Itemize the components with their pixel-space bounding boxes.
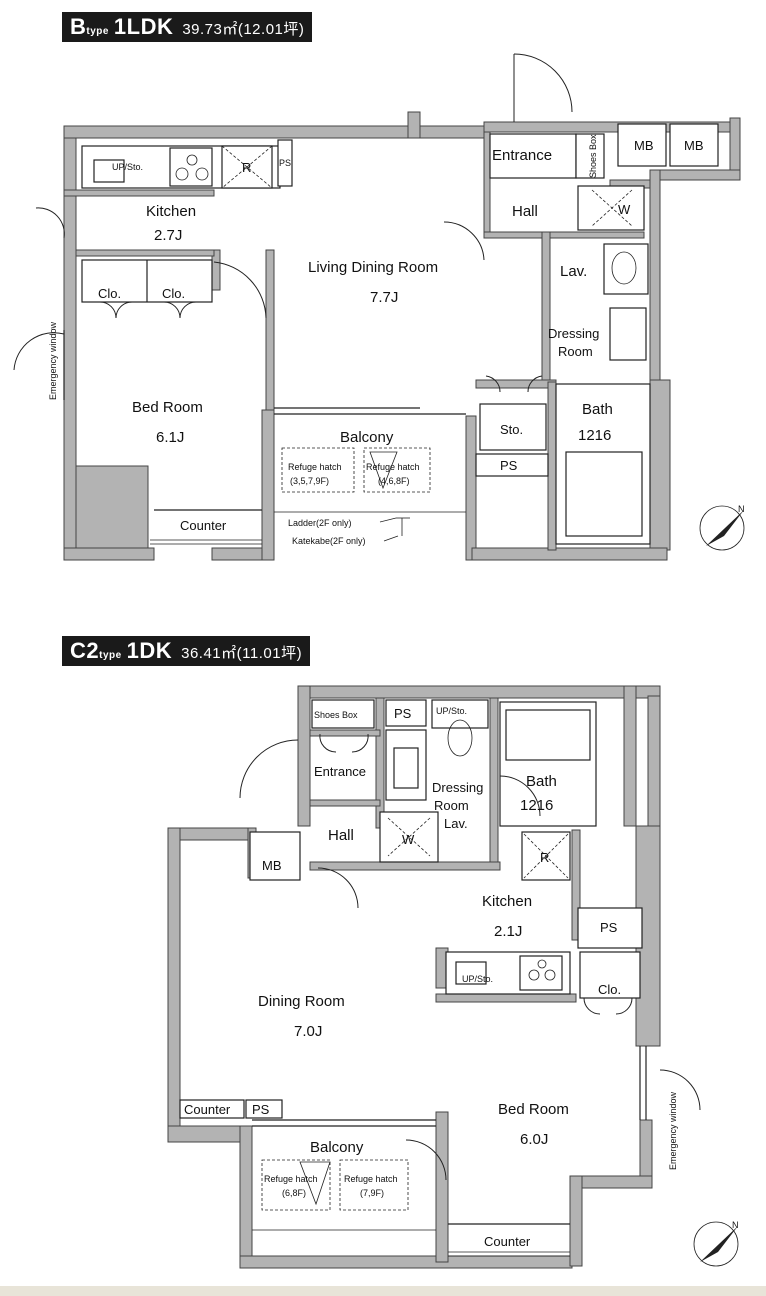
plan-b-refuge-2b: (4,6,8F) xyxy=(378,476,410,486)
plan-b-ps-small: PS xyxy=(279,158,291,168)
plan-b-bath: Bath xyxy=(582,401,613,418)
plan-b-clo-2: Clo. xyxy=(162,286,185,301)
plan-c2-fridge: R xyxy=(540,850,549,865)
plan-b-kitchen: Kitchen xyxy=(146,203,196,220)
plan-c2-bed-size: 6.0J xyxy=(520,1131,548,1148)
plan-c2-kitchen: Kitchen xyxy=(482,893,532,910)
plan-b-north-arrow: N xyxy=(699,504,745,551)
plan-b-sto: Sto. xyxy=(500,422,523,437)
plan-c2-ps-top: PS xyxy=(394,706,412,721)
plan-c2-balcony: Balcony xyxy=(310,1139,364,1156)
plan-b-hall: Hall xyxy=(512,203,538,220)
plan-b-ps: PS xyxy=(500,458,518,473)
plan-c2-bed: Bed Room xyxy=(498,1101,569,1118)
plan-c2-up-sto: UP/Sto. xyxy=(436,706,467,716)
plan-b-walls xyxy=(63,111,741,561)
plan-c2-dressing-2: Room xyxy=(434,798,469,813)
plan-b-closets xyxy=(81,259,213,319)
plan-b-dressing-1: Dressing xyxy=(548,326,599,341)
plan-c2-floorplan: N Shoes Box PS UP/Sto. Entrance Hall Dre… xyxy=(167,685,739,1269)
plan-c2-bath: Bath xyxy=(526,773,557,790)
plan-c2-walls xyxy=(167,685,661,1269)
plan-c2-doors xyxy=(239,733,701,1181)
plan-c2-counter-2: Counter xyxy=(484,1234,531,1249)
plan-c2-lav: Lav. xyxy=(444,816,468,831)
plan-b-doors xyxy=(35,53,573,393)
plan-c2-mb: MB xyxy=(262,858,282,873)
plan-b-living: Living Dining Room xyxy=(308,259,438,276)
plan-b-balcony-rail xyxy=(150,407,466,545)
plan-c2-dressing-1: Dressing xyxy=(432,780,483,795)
plan-b-balcony: Balcony xyxy=(340,429,394,446)
plan-c2-emergency-label: Emergency window xyxy=(668,1091,678,1170)
plan-c2-north-label: N xyxy=(732,1220,739,1230)
plan-b-refuge-2a: Refuge hatch xyxy=(366,462,420,472)
plan-b-refuge-hatches xyxy=(281,447,431,542)
plan-b-type: B xyxy=(70,14,87,39)
plan-b-katekabe: Katekabe(2F only) xyxy=(292,536,366,546)
plan-c2-ps-counter: PS xyxy=(252,1102,270,1117)
plan-b-kitchen-size: 2.7J xyxy=(154,227,182,244)
plan-c2-bath-size: 1216 xyxy=(520,797,553,814)
plan-b-refuge-1a: Refuge hatch xyxy=(288,462,342,472)
plan-c2-rails xyxy=(252,1046,647,1257)
plan-c2-refuge-hatches xyxy=(261,1159,409,1211)
plan-b-dressing-2: Room xyxy=(558,344,593,359)
plan-b-title: Btype 1LDK 39.73㎡(12.01坪) xyxy=(62,12,313,42)
plan-b-up-sto: UP/Sto. xyxy=(112,162,143,172)
plan-b-type-sub: type xyxy=(86,26,109,37)
plan-b-bath-size: 1216 xyxy=(578,427,611,444)
plan-c2-entrance: Entrance xyxy=(314,764,366,779)
plan-c2-refuge-1a: Refuge hatch xyxy=(264,1174,318,1184)
plan-b-floorplan: Emergency window N UP/Sto. R PS Kitchen xyxy=(13,53,745,561)
plan-c2-kitchen-size: 2.1J xyxy=(494,923,522,940)
plan-c2-refuge-1b: (6,8F) xyxy=(282,1188,306,1198)
plan-b-ladder: Ladder(2F only) xyxy=(288,518,352,528)
plan-b-mb-2: MB xyxy=(684,138,704,153)
plan-b-living-size: 7.7J xyxy=(370,289,398,306)
plan-c2-title: C2type 1DK 36.41㎡(11.01坪) xyxy=(62,636,311,666)
plan-b-layout: 1LDK xyxy=(113,14,174,39)
plan-c2-up-sto-2: UP/Sto. xyxy=(462,974,493,984)
plan-c2-dining: Dining Room xyxy=(258,993,345,1010)
plan-b-washer: W xyxy=(618,202,631,217)
plan-b-mb-1: MB xyxy=(634,138,654,153)
plan-b-emergency-window: Emergency window xyxy=(13,321,65,400)
plan-c2-type-sub: type xyxy=(99,650,122,661)
plan-c2-hall: Hall xyxy=(328,827,354,844)
plan-b-bed-size: 6.1J xyxy=(156,429,184,446)
plan-b-lav: Lav. xyxy=(560,263,587,280)
plan-c2-refuge-2a: Refuge hatch xyxy=(344,1174,398,1184)
plan-c2-washer: W xyxy=(402,832,415,847)
plan-c2-counter-1: Counter xyxy=(184,1102,231,1117)
plan-b-clo-1: Clo. xyxy=(98,286,121,301)
plan-c2-clo: Clo. xyxy=(598,982,621,997)
plan-b-right-rooms xyxy=(475,123,719,545)
plan-c2-north-arrow: N xyxy=(693,1220,739,1267)
plan-c2-area: 36.41㎡(11.01坪) xyxy=(181,645,303,662)
plan-b-north-label: N xyxy=(738,504,745,514)
plan-b-entrance: Entrance xyxy=(492,147,552,164)
plan-b-kitchen-counter xyxy=(81,139,293,189)
plan-c2-dining-size: 7.0J xyxy=(294,1023,322,1040)
plan-b-bed: Bed Room xyxy=(132,399,203,416)
plan-b-shoes-box: Shoes Box xyxy=(588,134,598,178)
plan-c2-type: C2 xyxy=(70,638,100,663)
plan-b-refuge-1b: (3,5,7,9F) xyxy=(290,476,329,486)
bottom-border xyxy=(0,1286,766,1296)
plan-c2-shoes-box: Shoes Box xyxy=(314,710,358,720)
plan-c2-layout: 1DK xyxy=(126,638,173,663)
plan-b-area: 39.73㎡(12.01坪) xyxy=(182,21,305,38)
plan-c2-refuge-2b: (7,9F) xyxy=(360,1188,384,1198)
plan-b-emergency-label: Emergency window xyxy=(48,321,58,400)
plan-b-counter: Counter xyxy=(180,518,227,533)
plan-b-fridge: R xyxy=(242,160,251,175)
plan-c2-ps-right: PS xyxy=(600,920,618,935)
plan-c2-fixtures xyxy=(179,699,643,1119)
